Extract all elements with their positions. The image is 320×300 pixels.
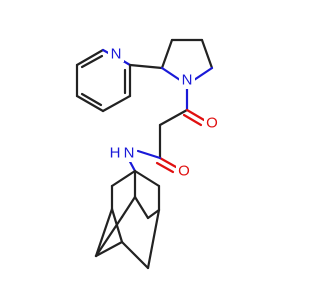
bond-ad-1 bbox=[110, 169, 137, 188]
bond-pyr-c5-c6 bbox=[75, 48, 105, 67]
bond-pyrr-c5-n bbox=[192, 66, 214, 82]
pyridine-nitrogen-label: N bbox=[111, 46, 122, 63]
amide-hydrogen-label: H bbox=[110, 145, 121, 162]
pyridine-ring bbox=[75, 48, 132, 113]
atom-labels: N N O O H N bbox=[107, 44, 220, 180]
bond-ad-9 bbox=[94, 215, 124, 258]
bond-pyr-c3-c4 bbox=[75, 94, 105, 113]
pyrrolidine-nitrogen-label: N bbox=[182, 72, 193, 89]
molecule-structure-diagram: N N O O H N bbox=[75, 38, 220, 270]
bond-ad-12 bbox=[94, 240, 124, 258]
bond-pyr-double-3 bbox=[80, 54, 104, 69]
bond-ad-8 bbox=[94, 207, 114, 258]
bond-ad-14 bbox=[110, 207, 124, 244]
bond-carbonyl2-o-a bbox=[158, 156, 178, 169]
bond-pyr-to-pyrrolidine bbox=[128, 63, 164, 70]
bond-carbonyl1-ch2 bbox=[158, 108, 189, 127]
adamantane-cage bbox=[94, 169, 161, 270]
bond-carbonyl2-nh bbox=[136, 149, 162, 160]
bond-carbonyl1-o-b bbox=[182, 113, 203, 127]
pyrrolidine-ring bbox=[128, 38, 214, 82]
bond-pyr-c2-c3 bbox=[101, 94, 132, 113]
bond-ad-11 bbox=[146, 208, 161, 270]
amide-nitrogen-label: N bbox=[124, 145, 135, 162]
bond-carbonyl1-o-a bbox=[185, 108, 206, 122]
bond-ad-10 bbox=[146, 208, 161, 220]
bond-pyr-double-2 bbox=[80, 92, 103, 107]
bond-carbonyl2-o-b bbox=[155, 161, 175, 174]
bond-ad-7 bbox=[133, 195, 150, 220]
ketone-oxygen-label: O bbox=[206, 115, 218, 132]
amide-oxygen-label: O bbox=[178, 163, 190, 180]
bond-pyrr-n-c2 bbox=[160, 66, 182, 82]
bond-ad-6 bbox=[120, 195, 137, 219]
bond-pyrr-c2-c3 bbox=[160, 38, 174, 70]
bond-ad-2 bbox=[133, 169, 161, 188]
bond-pyrr-c4-c5 bbox=[200, 38, 214, 70]
bond-ad-13 bbox=[120, 240, 150, 270]
malonamide-linker bbox=[126, 86, 206, 174]
